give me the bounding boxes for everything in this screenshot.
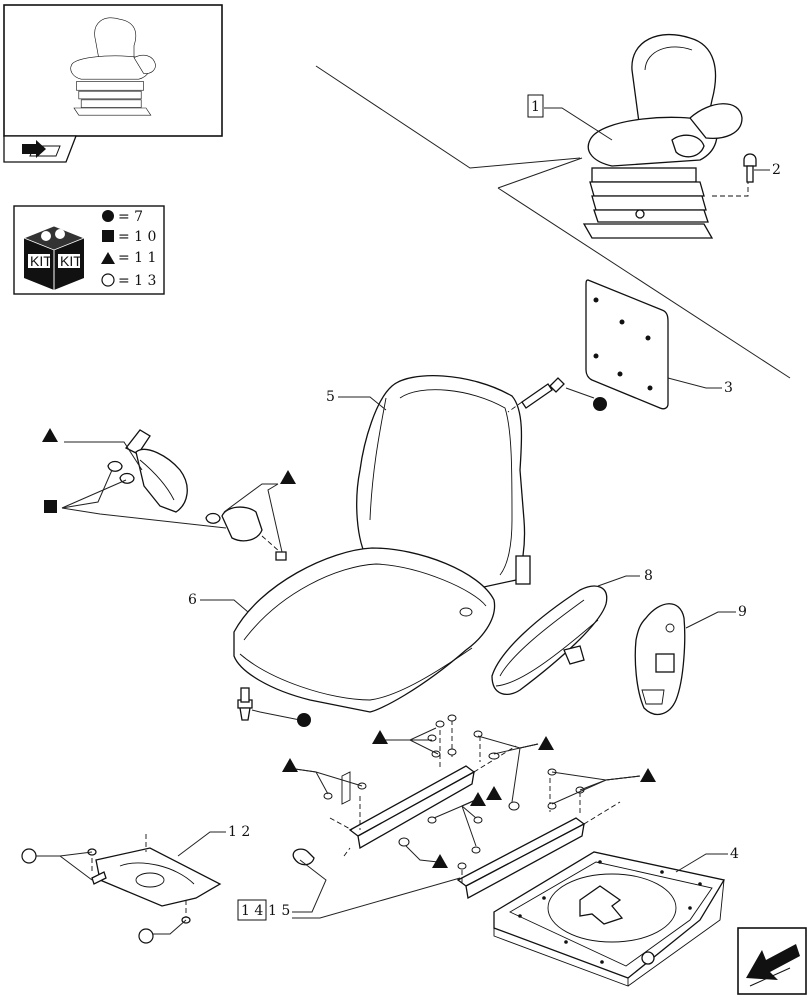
filled-triangle-icon <box>640 768 656 782</box>
callout-labels: 1 2 3 4 5 6 8 9 1 2 1 4 1 5 <box>188 94 781 921</box>
group-line-mid <box>497 157 583 189</box>
back-cover-plate <box>585 279 669 410</box>
callout-5: 5 <box>326 389 335 405</box>
callout-1: 1 <box>531 99 540 115</box>
legend-item-text: = 7 <box>118 209 143 225</box>
filled-circle-icon <box>102 210 114 222</box>
next-page-arrow-icon[interactable] <box>737 927 807 995</box>
seatbelt-buckle-part <box>107 429 188 513</box>
group-line-lower <box>497 187 791 379</box>
seatbelt-tongue-part <box>205 506 287 561</box>
kit-box-icon <box>22 225 86 290</box>
filled-triangle-icon <box>538 736 554 750</box>
backrest-part <box>356 375 531 591</box>
legend-item-text: = 1 1 <box>118 250 156 266</box>
kit-label-left: KIT <box>30 253 52 269</box>
thumbnail-seat <box>70 17 156 116</box>
callout-2: 2 <box>772 162 781 178</box>
filled-circle-icon <box>297 713 311 727</box>
open-circle-icon <box>101 273 115 287</box>
callout-4: 4 <box>730 846 739 862</box>
filled-triangle-icon <box>470 792 486 806</box>
armrest-part <box>491 585 608 696</box>
callout-8: 8 <box>644 568 653 584</box>
callout-3: 3 <box>724 380 733 396</box>
filled-triangle-icon <box>282 758 298 772</box>
callout-6: 6 <box>188 592 197 608</box>
filled-square-icon <box>44 500 57 513</box>
filled-circle-icon <box>593 397 607 411</box>
book-arrow-icon[interactable] <box>3 135 77 163</box>
bolt-part-2 <box>743 153 757 183</box>
callout-12: 1 2 <box>228 824 250 840</box>
callout-15: 1 5 <box>268 903 290 919</box>
seat-cushion-part <box>233 547 496 713</box>
filled-triangle-icon <box>486 786 502 800</box>
thumbnail-frame <box>3 4 223 137</box>
callout-14: 1 4 <box>241 903 263 919</box>
side-cover-part <box>634 603 686 716</box>
filled-square-icon <box>102 230 114 242</box>
filled-triangle-icon <box>432 854 448 868</box>
leader-lines <box>36 107 770 935</box>
suspension-base-part <box>493 851 726 987</box>
complete-seat-assembly <box>582 33 749 239</box>
filled-triangle-icon <box>280 470 296 484</box>
cushion-bolt <box>237 687 253 721</box>
kit-legend: KIT KIT = 7 = 1 0 = 1 1 = 1 3 <box>13 205 165 295</box>
open-circle-icon <box>138 928 154 944</box>
open-circle-icon <box>21 848 37 864</box>
filled-triangle-icon <box>42 428 58 442</box>
callout-9: 9 <box>738 604 747 620</box>
legend-item-text: = 1 0 <box>118 229 156 245</box>
kit-label-right: KIT <box>60 253 82 269</box>
swivel-base-plate <box>87 834 222 924</box>
backrest-bolt <box>507 377 565 413</box>
callout-symbols <box>21 397 656 944</box>
filled-triangle-icon <box>372 730 388 744</box>
filled-triangle-icon <box>101 252 115 264</box>
group-line-upper <box>315 65 581 169</box>
legend-item-text: = 1 3 <box>118 273 156 289</box>
